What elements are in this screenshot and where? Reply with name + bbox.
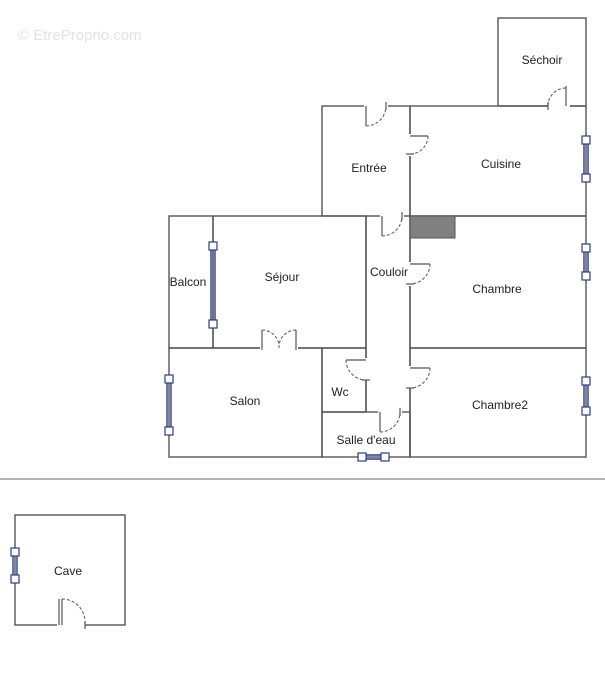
windows <box>10 135 591 584</box>
door-chambre <box>406 262 431 286</box>
door-salle-deau <box>378 408 402 433</box>
door-cuisine <box>406 134 429 156</box>
room-label-sejour: Séjour <box>265 270 300 284</box>
door-wc <box>345 358 370 381</box>
door-entree <box>364 102 388 127</box>
room-label-chambre2: Chambre2 <box>472 398 528 412</box>
watermark: © EtreProprio.com <box>18 27 142 44</box>
room-label-balcon: Balcon <box>170 275 207 289</box>
door-sejour <box>260 329 298 352</box>
walls <box>0 17 605 626</box>
window-cuisine <box>581 135 591 183</box>
room-label-entree: Entrée <box>351 161 387 175</box>
room-labels: Séchoir Entrée Cuisine Balcon Séjour Cou… <box>54 53 562 578</box>
door-sechoir <box>547 86 570 110</box>
room-label-sechoir: Séchoir <box>522 53 563 67</box>
door-chambre2 <box>406 366 431 389</box>
room-label-cuisine: Cuisine <box>481 157 521 171</box>
window-cave <box>10 547 20 584</box>
room-label-cave: Cave <box>54 564 82 578</box>
doors <box>57 86 570 629</box>
window-chambre2 <box>581 376 591 416</box>
room-label-salle-deau: Salle d'eau <box>336 433 395 447</box>
room-label-wc: Wc <box>331 385 348 399</box>
room-label-chambre: Chambre <box>472 282 522 296</box>
window-salle-deau <box>357 452 390 462</box>
window-balcon <box>208 241 218 329</box>
door-couloir-top <box>380 212 404 237</box>
room-label-salon: Salon <box>230 394 261 408</box>
door-cave <box>57 598 86 629</box>
window-salon <box>164 374 174 436</box>
stair-block <box>409 215 456 239</box>
room-label-couloir: Couloir <box>370 265 408 279</box>
window-chambre <box>581 243 591 281</box>
